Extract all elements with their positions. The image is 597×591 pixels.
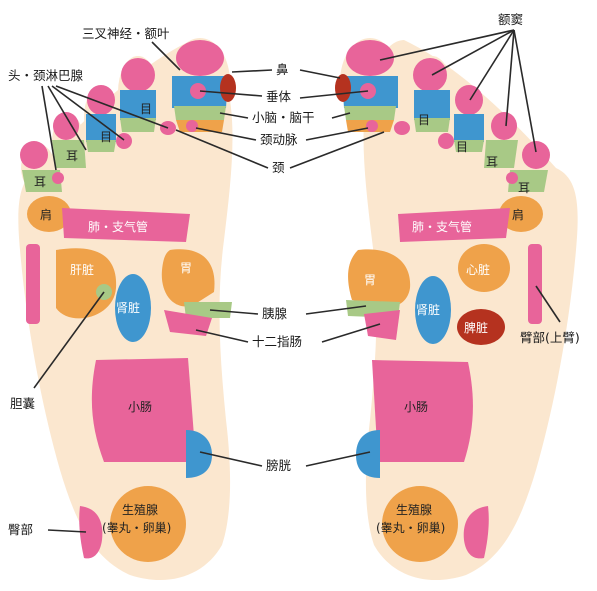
zone-genital-detail-left: (睾丸・卵巢) [102,520,171,535]
right-toe3-node [438,133,454,149]
label-hip: 臀部 [8,522,33,537]
left-toe2-base [120,118,156,132]
zone-small-intestine-right: 小肠 [404,400,428,414]
label-pituitary: 垂体 [266,89,292,104]
right-foot [335,38,578,580]
zone-kidney-right: 肾脏 [416,302,440,317]
zone-ear-right-1: 耳 [486,155,498,169]
right-toe2-tip [413,58,447,92]
left-toe5-tip [20,141,48,169]
zone-liver: 肝脏 [70,262,94,277]
label-cerebellum-brainstem: 小脑・脑干 [252,110,315,125]
zone-ear-right-2: 耳 [518,181,530,195]
zone-heart: 心脏 [466,262,490,277]
zone-shoulder-left: 肩 [40,207,52,222]
right-toe4-tip [491,112,517,140]
zone-spleen: 脾脏 [464,320,488,335]
label-bladder: 膀胱 [266,458,292,473]
zone-eye-left-1: 目 [100,130,112,144]
zone-stomach-right: 胃 [364,273,376,287]
zone-lung-left: 肺・支气管 [88,219,148,234]
label-trigeminal-forehead: 三叉神经・额叶 [82,26,170,41]
zone-lung-right: 肺・支气管 [412,219,472,234]
left-neck-zone [176,120,224,132]
left-cerebellum-zone [174,106,226,120]
right-arm-strip [528,244,542,324]
zone-genital-right: 生殖腺 [396,502,432,517]
zone-ear-left-2: 耳 [34,175,46,189]
right-carotid-zone [366,120,378,132]
label-pancreas: 胰腺 [262,306,288,321]
zone-small-intestine-left: 小肠 [128,400,152,414]
left-forehead-zone [176,40,224,76]
right-cerebellum-zone [344,106,396,120]
zone-eye-right-2: 目 [456,140,468,154]
right-toe5-node [506,172,518,184]
zone-eye-right-1: 目 [418,113,430,127]
label-duodenum: 十二指肠 [252,334,302,349]
left-nose-zone [220,74,236,102]
zone-shoulder-right: 肩 [512,207,524,222]
label-upper-arm: 臂部(上臂) [520,330,580,345]
right-toe2-node [394,121,410,135]
left-toe2-tip [121,58,155,92]
right-toe3-tip [455,85,483,115]
label-neck: 颈 [272,160,285,175]
label-carotid: 颈动脉 [260,132,298,147]
zone-kidney-left: 肾脏 [116,300,140,315]
left-toe5-node [52,172,64,184]
zone-ear-left-1: 耳 [66,149,78,163]
label-sinus: 额窦 [498,12,523,27]
left-arm-strip [26,244,40,324]
zone-eye-left-2: 目 [140,102,152,116]
left-carotid-zone [186,120,198,132]
right-toe5-tip [522,141,550,169]
label-gallbladder: 胆囊 [10,396,35,411]
label-nose: 鼻 [276,62,289,77]
right-duodenum-zone [364,310,400,340]
zone-genital-detail-right: (睾丸・卵巢) [376,520,445,535]
label-head-neck-lymph: 头・颈淋巴腺 [8,68,84,83]
zone-genital-left: 生殖腺 [122,502,158,517]
zone-stomach-left: 胃 [180,261,192,275]
right-toe3-eye-zone [454,114,484,142]
